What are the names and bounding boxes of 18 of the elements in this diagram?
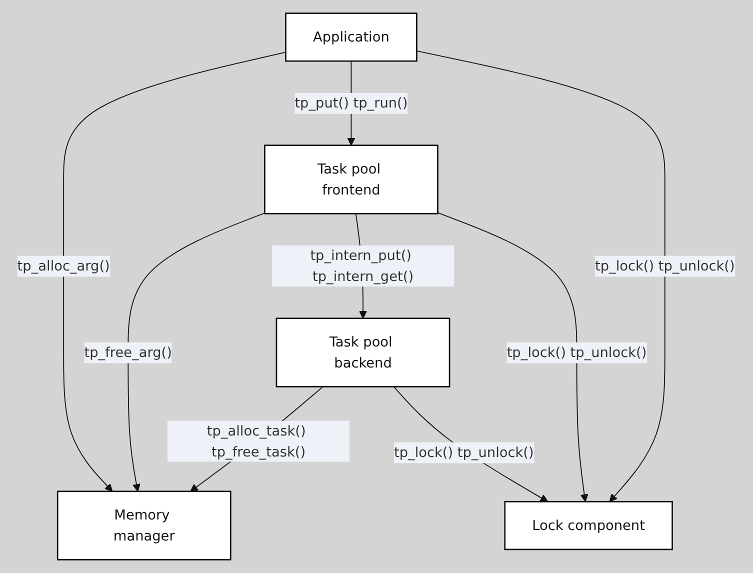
arrow bbox=[416, 50, 666, 502]
edge-label: tp_lock() tp_unlock() bbox=[595, 258, 736, 274]
edge-label: tp_lock() tp_unlock() bbox=[507, 344, 648, 360]
edge-label: tp_intern_put() tp_intern_get() bbox=[310, 247, 414, 284]
edge-label: tp_free_arg() bbox=[84, 344, 172, 360]
arrow bbox=[128, 212, 266, 492]
arrow bbox=[64, 52, 287, 492]
node-box: Task pool frontend bbox=[264, 144, 439, 214]
edge-label: tp_lock() tp_unlock() bbox=[394, 444, 534, 461]
node-box: Application bbox=[285, 12, 418, 62]
edge-label: tp_alloc_task() tp_free_task() bbox=[207, 422, 306, 460]
edge-label: tp_alloc_arg() bbox=[18, 258, 110, 274]
node-box: Task pool backend bbox=[276, 318, 451, 388]
edge-label: tp_put() tp_run() bbox=[295, 94, 408, 112]
node-box: Memory manager bbox=[57, 490, 232, 560]
arrow bbox=[394, 386, 549, 502]
node-box: Lock component bbox=[504, 500, 674, 550]
arrow bbox=[438, 212, 589, 502]
